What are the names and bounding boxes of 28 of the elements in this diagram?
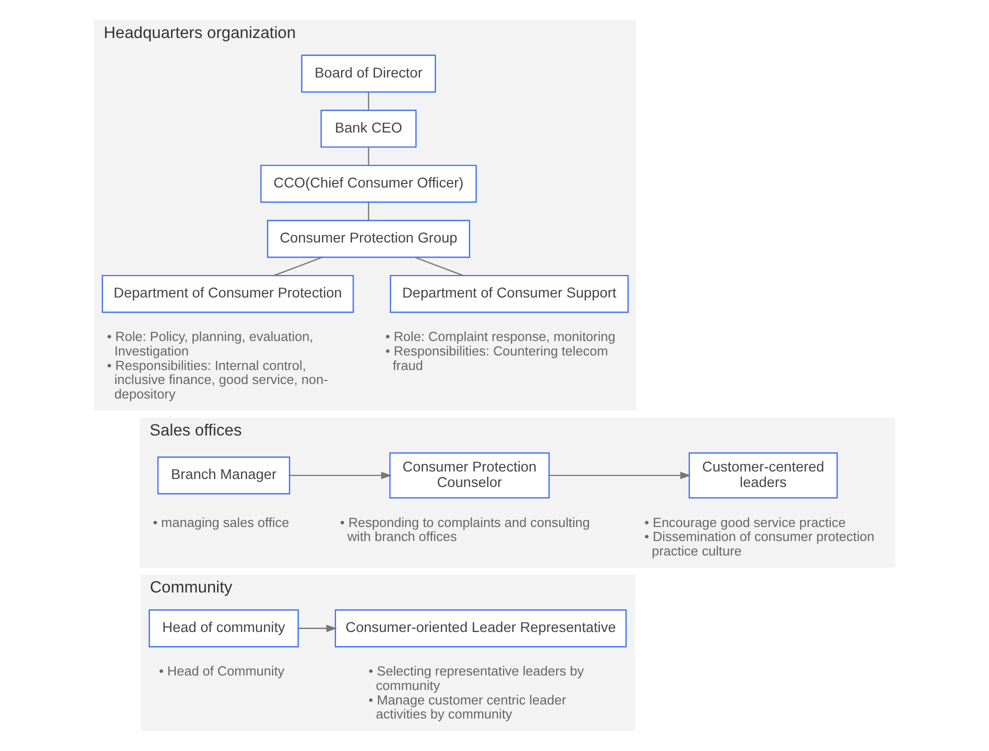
node-label: • Responsibilities: Internal control, inclusive finance, good service, non-depository — [106, 358, 328, 402]
node-box: Consumer Protection Counselor — [389, 452, 550, 498]
node-box: Board of Director — [301, 54, 436, 93]
arrow — [549, 472, 691, 480]
node-label: • managing sales office — [152, 514, 290, 530]
connector — [368, 147, 370, 166]
connector — [368, 92, 370, 110]
node-box: Department of Consumer Support — [390, 274, 629, 313]
node-label: • Manage customer centric leader activities by community — [368, 692, 566, 722]
node-label: • Selecting representative leaders by community — [368, 664, 584, 693]
node-label: • Responsibilities: Countering telecom fraud — [385, 344, 608, 373]
node-label: • Role: Policy, planning, evaluation, Investigation — [106, 329, 314, 359]
arrow — [290, 472, 392, 480]
node-box: Head of community — [148, 609, 299, 648]
node-box: Consumer-oriented Leader Representative — [334, 609, 627, 648]
node-label: • Responding to complaints and consulting with branch offices — [340, 514, 590, 544]
connector — [368, 202, 370, 220]
node-box: Branch Manager — [157, 456, 290, 494]
node-box: CCO(Chief Consumer Officer) — [260, 164, 477, 203]
node-box: Department of Consumer Protection — [102, 274, 354, 313]
node-box: Customer-centered leaders — [688, 452, 838, 498]
node-box: Consumer Protection Group — [266, 220, 470, 258]
node-label: • Role: Complaint response, monitoring — [385, 329, 616, 344]
node-label: • Dissemination of consumer protection practice culture — [644, 529, 874, 558]
arrow — [298, 624, 337, 632]
node-label: • Head of Community — [158, 664, 284, 679]
node-box: Bank CEO — [320, 110, 417, 148]
node-label: • Encourage good service practice — [644, 514, 846, 530]
